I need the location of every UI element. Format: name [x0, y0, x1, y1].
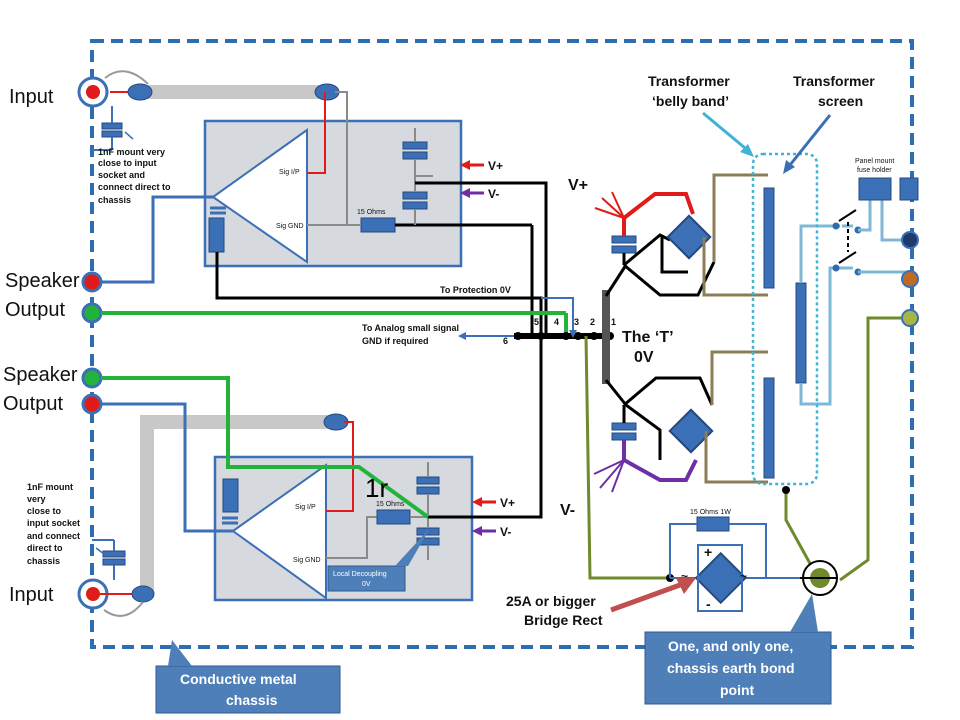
speaker-top-label: Speaker [5, 270, 80, 292]
bridge-resistor-label: 15 Ohms 1W [690, 509, 731, 516]
chassis-label: Conductive metal [180, 671, 297, 687]
bridge-rect-label: 25A or bigger [506, 593, 596, 609]
earth-bond-callout [644, 631, 832, 705]
screen-label: Transformer [793, 73, 875, 89]
bridge-ac-left: ~ [681, 569, 688, 583]
output-top-label: Output [5, 299, 65, 321]
sig-ip-bottom-label: Sig I/P [295, 504, 316, 511]
bridge-minus: - [706, 596, 711, 612]
to-analog-label: To Analog small signal [362, 323, 459, 333]
bridge-ac-right: ~ [740, 569, 747, 583]
belly-band-label-2: ‘belly band’ [652, 93, 729, 109]
mains-neutral-terminal [901, 270, 919, 288]
local-decoupling-label: Local Decoupling [333, 571, 387, 578]
chassis-outline [90, 39, 914, 649]
top-speaker-minus-terminal [81, 302, 103, 324]
bottom-speaker-minus-terminal [81, 367, 103, 389]
psu-vplus-label: V+ [568, 177, 588, 194]
cap-note-bottom-4: input socket [27, 518, 80, 528]
cap-note-bottom-3: close to [27, 506, 62, 516]
fuse-holder [858, 177, 892, 201]
ohms-bottom-label: 15 Ohms [376, 501, 405, 508]
vplus-top-label: V+ [488, 159, 503, 173]
cap-note-bottom: 1nF mount [27, 482, 73, 492]
mains-live-terminal [901, 231, 919, 249]
ohms-top-label: 15 Ohms [357, 209, 386, 216]
star-2: 2 [590, 317, 595, 327]
one-r-label: 1r [365, 473, 388, 503]
speaker-bottom-label: Speaker [3, 364, 78, 386]
to-protection-label: To Protection 0V [440, 285, 511, 295]
local-decoupling-box [327, 565, 406, 592]
output-bottom-label: Output [3, 393, 63, 415]
fuse-label: Panel mount [855, 158, 894, 165]
bottom-15ohm-resistor [376, 509, 411, 525]
star-5: 5 [534, 317, 539, 327]
transformer-screen-box [751, 152, 819, 486]
cap-note-top: 1nF mount very [98, 147, 165, 157]
star-6: 6 [503, 336, 508, 346]
lower-bridge-rectifier [668, 408, 714, 454]
bridge-plus: + [704, 544, 712, 560]
psu-vminus-label: V- [560, 502, 575, 519]
cap-note-top-3: socket and [98, 170, 145, 180]
cap-note-top-5: chassis [98, 195, 131, 205]
star-3: 3 [574, 317, 579, 327]
bottom-speaker-plus-terminal [81, 393, 103, 415]
screen-label-2: screen [818, 93, 863, 109]
bridge-rect-label-2: Bridge Rect [524, 612, 603, 628]
cap-note-bottom-7: chassis [27, 556, 60, 566]
cap-note-bottom-5: and connect [27, 531, 80, 541]
star-1: 1 [611, 317, 616, 327]
primary-winding [795, 282, 807, 384]
belly-band-label: Transformer [648, 73, 730, 89]
the-t-label: The ‘T’ [622, 329, 674, 346]
earth-bridge-rectifier [694, 551, 747, 605]
mains-earth-terminal [901, 309, 919, 327]
shielded-cable-bottom [140, 415, 336, 592]
to-analog-label-2: GND if required [362, 336, 429, 346]
sig-gnd-top-label: Sig GND [276, 223, 304, 230]
chassis-callout [155, 665, 341, 714]
secondary-winding-lower [763, 377, 775, 479]
earth-bond-label-3: point [720, 682, 755, 698]
vplus-bottom-label: V+ [500, 496, 515, 510]
sig-ip-top-label: Sig I/P [279, 169, 300, 176]
vminus-top-label: V- [488, 187, 499, 201]
zero-v-label: 0V [634, 349, 654, 366]
star-4: 4 [554, 317, 559, 327]
earth-bond-label: One, and only one, [668, 638, 793, 654]
earth-bond-label-2: chassis earth bond [667, 660, 795, 676]
chassis-label-2: chassis [226, 692, 278, 708]
cap-note-top-2: close to input [98, 158, 157, 168]
local-decoupling-0v: 0V [362, 581, 371, 588]
earth-15ohm-1w-resistor [696, 516, 730, 532]
upper-bridge-rectifier [666, 214, 712, 260]
vminus-bottom-label: V- [500, 525, 511, 539]
cap-note-bottom-6: direct to [27, 543, 63, 553]
sig-gnd-bottom-label: Sig GND [293, 557, 321, 564]
top-15ohm-resistor [360, 217, 396, 233]
top-amp-triangle [211, 128, 308, 264]
input-bottom-label: Input [9, 584, 54, 606]
bottom-amp-triangle [231, 463, 327, 600]
cap-note-top-4: connect direct to [98, 182, 171, 192]
secondary-winding-upper [763, 187, 775, 289]
fuse-label-2: fuse holder [857, 167, 892, 174]
input-top-label: Input [9, 86, 54, 108]
cap-note-bottom-2: very [27, 494, 46, 504]
top-speaker-plus-terminal [81, 271, 103, 293]
